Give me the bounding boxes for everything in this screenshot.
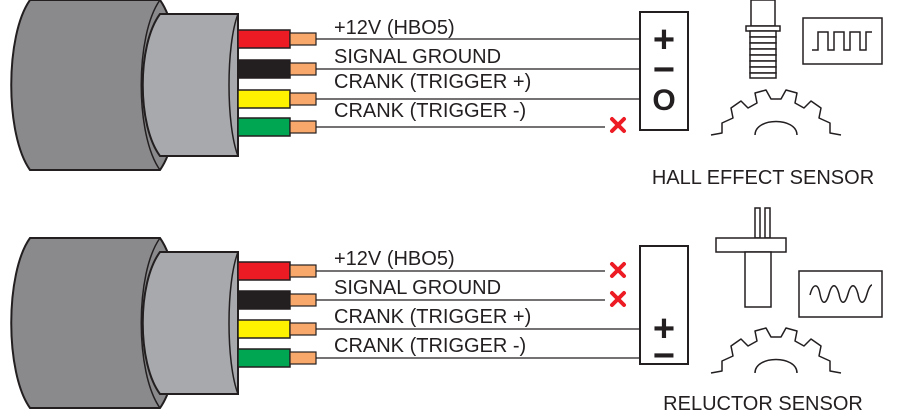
jacket-end-face: [140, 237, 161, 409]
wire-black: [237, 290, 605, 310]
wire-label-crank-trigger-plus: CRANK (TRIGGER +): [334, 306, 531, 328]
no-connect-mark: [610, 262, 626, 278]
wire-label-signal-ground: SIGNAL GROUND: [334, 277, 501, 299]
sine-wave-display: [798, 270, 883, 318]
cable-bundle: [10, 0, 239, 171]
sheath-end-face: [228, 251, 239, 395]
wire-label-crank-trigger-plus: CRANK (TRIGGER +): [334, 71, 531, 93]
wire-label-crank-trigger-minus: CRANK (TRIGGER -): [334, 335, 526, 357]
terminal-symbol-plus: +: [653, 308, 675, 350]
cable-bundle: [10, 237, 239, 409]
trigger-wheel-icon: [710, 89, 842, 136]
sine-wave-icon: [809, 284, 873, 303]
wire-yellow: [237, 89, 640, 109]
terminal-symbol-minus: −: [653, 49, 675, 91]
sensor-thread: [749, 30, 777, 79]
hall-effect-diagram: +12V (HBO5) SIGNAL GROUND CRANK (TRIGGER…: [10, 0, 883, 189]
wire-label-12v: +12V (HBO5): [334, 248, 455, 270]
wire-green: [237, 117, 605, 137]
reluctor-diagram: +12V (HBO5) SIGNAL GROUND CRANK (TRIGGER…: [10, 207, 883, 415]
sheath-end-face: [228, 13, 239, 157]
terminal-block: + −: [639, 245, 689, 377]
terminal-symbol-o: O: [652, 84, 675, 117]
trigger-wheel-icon: [710, 327, 842, 374]
square-wave-display: [802, 17, 883, 65]
no-connect-mark: [610, 291, 626, 307]
terminal-symbol-plus: +: [653, 19, 675, 61]
terminal-block: + − O: [639, 11, 689, 131]
no-connect-mark: [610, 117, 626, 133]
wire-yellow: [237, 319, 640, 339]
wire-label-crank-trigger-minus: CRANK (TRIGGER -): [334, 100, 526, 122]
terminal-symbol-minus: −: [653, 335, 675, 377]
wire-red: [237, 29, 640, 49]
wire-label-signal-ground: SIGNAL GROUND: [334, 46, 501, 68]
wire-red: [237, 261, 605, 281]
hall-sensor-icon: [745, 0, 781, 79]
square-wave-icon: [812, 31, 872, 51]
jacket-end-face: [140, 0, 161, 171]
wire-label-12v: +12V (HBO5): [334, 17, 455, 39]
wire-black: [237, 59, 640, 79]
reluctor-sensor-icon: [715, 207, 787, 308]
wire-green: [237, 348, 640, 368]
inner-sheath: [141, 251, 239, 395]
sensor-caption-hall-effect: HALL EFFECT SENSOR: [652, 167, 874, 189]
sensor-caption-reluctor: RELUCTOR SENSOR: [663, 393, 863, 415]
inner-sheath: [141, 13, 239, 157]
